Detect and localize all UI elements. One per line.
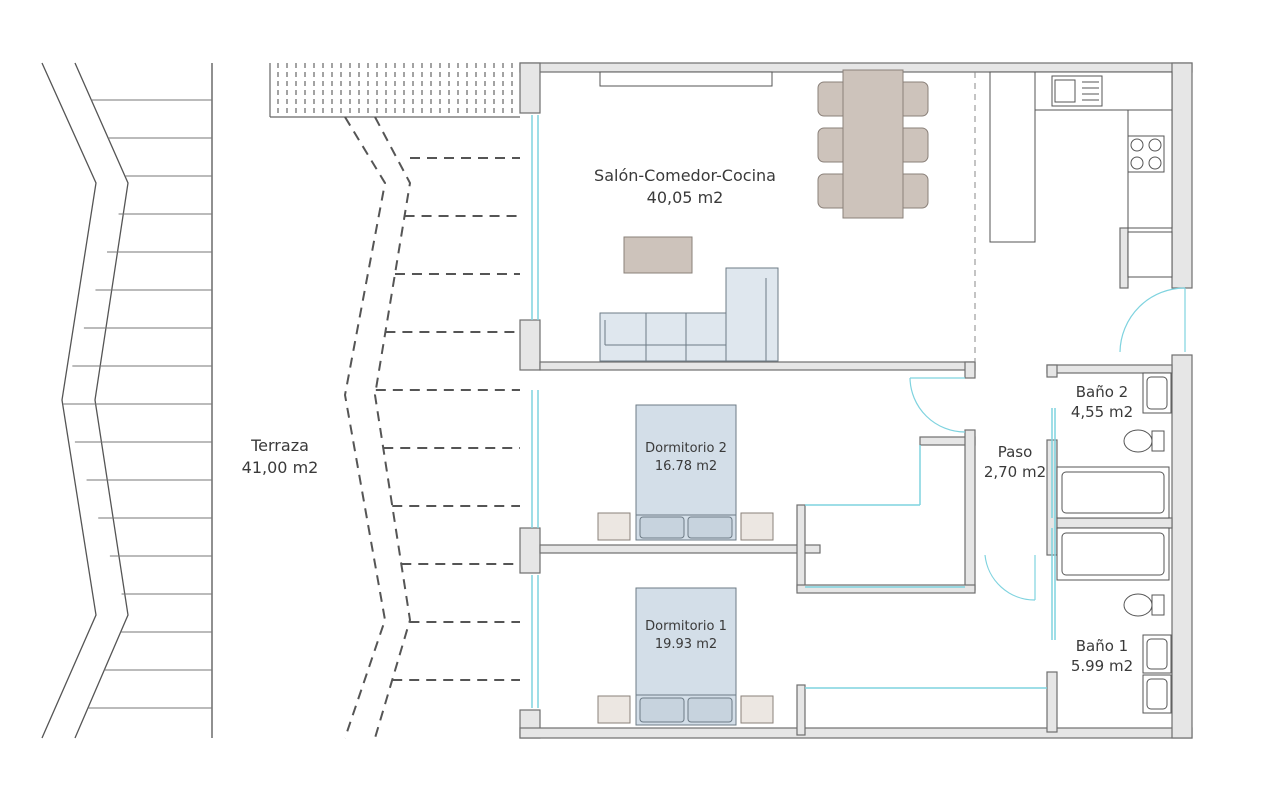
nightstand [740, 695, 774, 724]
room-area: 5.99 m2 [1070, 657, 1134, 676]
room-name: Dormitorio 1 [645, 619, 727, 634]
room-name: Baño 1 [1075, 637, 1129, 655]
toilet-icon [1123, 593, 1153, 617]
terrace-deck [41, 62, 213, 739]
room-label-dormitorio-2: Dormitorio 2 16.78 m2 [636, 440, 736, 475]
kitchen [989, 71, 1173, 278]
room-area: 16.78 m2 [654, 458, 718, 474]
room-area: 4,55 m2 [1070, 403, 1134, 422]
room-area: 41,00 m2 [241, 457, 319, 477]
room-label-paso: Paso 2,70 m2 [975, 442, 1055, 483]
pergola-dashed [343, 116, 412, 739]
room-label-bano-1: Baño 1 5.99 m2 [1060, 636, 1144, 677]
wall-shelf [599, 71, 773, 87]
nightstand [597, 512, 631, 541]
bathroom-fixtures [1056, 372, 1172, 714]
pergola-ribs [375, 157, 520, 681]
room-name: Baño 2 [1075, 383, 1129, 401]
dining-set [817, 69, 929, 219]
room-name: Paso [997, 443, 1033, 461]
walls [519, 62, 1193, 739]
door-swings [909, 287, 1186, 601]
bed-dormitorio-1 [597, 587, 774, 726]
terrace-stairs [269, 63, 520, 118]
toilet-icon [1123, 429, 1153, 453]
deck-slats [63, 99, 212, 709]
nightstand [597, 695, 631, 724]
room-area: 19.93 m2 [654, 636, 718, 652]
room-name: Terraza [251, 436, 309, 455]
room-name: Dormitorio 2 [645, 441, 727, 456]
room-area: 40,05 m2 [646, 187, 724, 207]
room-area: 2,70 m2 [983, 463, 1047, 482]
sofa [599, 267, 779, 362]
dining-table [842, 69, 904, 219]
nightstand [740, 512, 774, 541]
coffee-table [623, 236, 693, 274]
room-label-salon: Salón-Comedor-Cocina 40,05 m2 [580, 165, 790, 208]
stair-treads [277, 63, 513, 117]
room-label-bano-2: Baño 2 4,55 m2 [1062, 382, 1142, 423]
room-label-terraza: Terraza 41,00 m2 [220, 435, 340, 478]
room-name: Salón-Comedor-Cocina [594, 166, 776, 185]
bed-dormitorio-2 [597, 404, 774, 541]
room-label-dormitorio-1: Dormitorio 1 19.93 m2 [636, 618, 736, 653]
windows [531, 115, 1056, 708]
